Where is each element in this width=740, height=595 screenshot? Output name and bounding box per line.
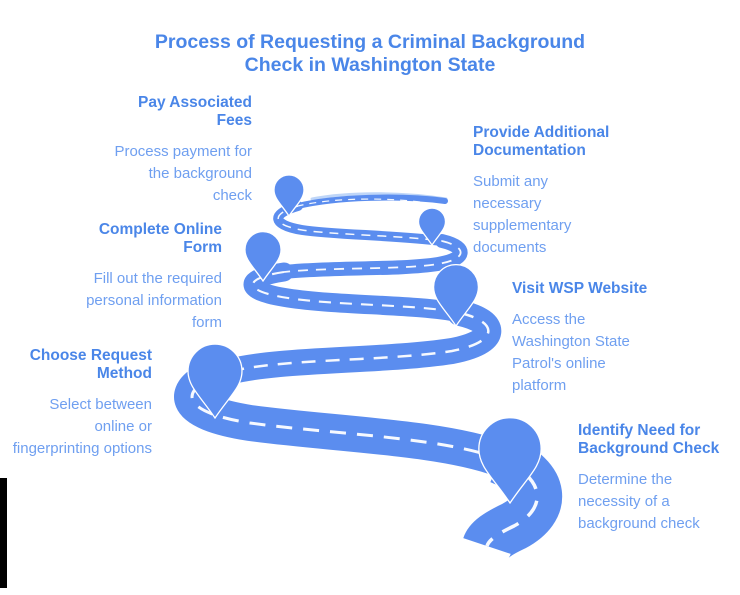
step-title: Identify Need for Background Check — [578, 422, 720, 457]
location-pin-icon — [479, 418, 541, 503]
step-description: Determine the necessity of a background … — [578, 470, 700, 532]
step-description: Access the Washington State Patrol's onl… — [512, 310, 630, 394]
step-pay-associated-fees: Pay Associated Fees Process payment for … — [52, 94, 252, 207]
step-description: Process payment for the background check — [114, 142, 252, 204]
road-centerline-dashes — [190, 198, 539, 547]
step-title: Choose Request Method — [29, 347, 152, 382]
location-pin-icon — [188, 344, 242, 418]
step-title: Complete Online Form — [98, 221, 222, 256]
location-pin-icon — [419, 208, 446, 245]
location-pin-icon — [245, 232, 281, 281]
step-title: Pay Associated Fees — [137, 94, 252, 129]
step-title: Provide Additional Documentation — [473, 124, 610, 159]
centerline-segment — [252, 270, 461, 315]
centerline-segment — [297, 198, 421, 207]
centerline-segment — [190, 371, 501, 461]
location-pin-icon — [274, 175, 304, 216]
step-choose-request-method: Choose Request Method Select between onl… — [2, 347, 152, 460]
step-description: Fill out the required personal informati… — [86, 269, 222, 331]
road-segment — [211, 300, 502, 386]
road-segment — [243, 262, 470, 323]
step-complete-online-form: Complete Online Form Fill out the requir… — [22, 221, 222, 334]
centerline-segment — [277, 205, 443, 242]
step-markers — [188, 175, 541, 503]
road-segment — [295, 194, 448, 209]
centerline-segment — [223, 311, 490, 375]
step-visit-wsp-website: Visit WSP Website Access the Washington … — [512, 280, 712, 397]
location-pin-icon — [434, 265, 479, 326]
step-description: Select between online or fingerprinting … — [12, 395, 152, 457]
step-title: Visit WSP Website — [512, 280, 648, 297]
page-title: Process of Requesting a Criminal Backgro… — [154, 31, 586, 77]
centerline-segment — [283, 240, 462, 273]
step-identify-need-for-background-check: Identify Need for Background Check Deter… — [578, 422, 738, 535]
step-description: Submit any necessary supplementary docum… — [473, 172, 572, 256]
road-segment — [273, 201, 447, 246]
step-provide-additional-documentation: Provide Additional Documentation Submit … — [473, 124, 673, 259]
left-edge-artifact-bar — [0, 478, 7, 588]
